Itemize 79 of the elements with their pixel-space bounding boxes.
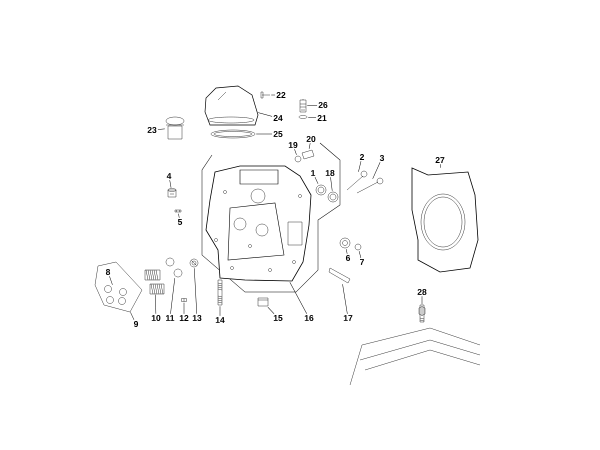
callout-number: 4 (166, 173, 172, 179)
callout-number: 7 (360, 259, 364, 265)
leader-line (270, 94, 276, 96)
nut-drawing (294, 156, 302, 162)
callout-number: 24 (274, 115, 283, 121)
callout-number: 23 (148, 127, 156, 134)
callout-number: 19 (288, 142, 298, 148)
leader-line (178, 213, 180, 218)
callout-number: 9 (134, 321, 138, 327)
leader-line (358, 250, 362, 258)
housing-drawing (204, 86, 258, 126)
callout-number: 26 (318, 102, 328, 108)
stud-drawing (328, 268, 350, 284)
leader-line (358, 160, 362, 172)
pin-drawing (174, 210, 182, 212)
callout-number: 16 (304, 315, 314, 321)
bolt-drawing (346, 170, 368, 190)
callout-number: 18 (326, 170, 334, 176)
callout-number: 28 (418, 289, 426, 295)
callout-number: 2 (360, 154, 364, 160)
fitting-drawing (302, 150, 314, 160)
callout-number: 3 (380, 155, 384, 162)
spring-drawing (144, 270, 164, 294)
sender-drawing (300, 98, 306, 112)
callout-number: 15 (274, 315, 282, 321)
callout-number: 13 (192, 315, 202, 322)
pin-drawing (181, 298, 187, 302)
nut-drawing (258, 298, 268, 306)
leader-line (372, 162, 380, 180)
plug-drawing (340, 238, 350, 248)
sensor-drawing (418, 304, 426, 322)
leader-line (268, 306, 274, 314)
leader-line (290, 282, 307, 314)
callout-number: 1 (311, 170, 316, 176)
bolt-drawing (260, 92, 270, 98)
bolt-drawing (356, 178, 384, 194)
retainer-drawing (166, 258, 182, 278)
leader-line (109, 276, 113, 286)
plug-drawing (354, 244, 362, 250)
leader-line (130, 312, 134, 320)
callout-number: 5 (178, 219, 182, 225)
leader-line (169, 180, 172, 188)
leader-line (330, 176, 332, 192)
leader-line (308, 142, 310, 150)
leader-line (170, 278, 176, 314)
leader-line (194, 268, 198, 314)
callout-number: 20 (306, 136, 316, 142)
leader-line (346, 248, 348, 254)
leader-line (155, 294, 156, 314)
cap-drawing (168, 188, 176, 198)
leader-line (258, 112, 272, 117)
leader-line (294, 148, 297, 156)
washer-drawing (298, 115, 308, 119)
seal-ring-drawing (328, 192, 338, 202)
callout-number: 25 (274, 131, 282, 137)
leader-line (314, 176, 318, 184)
stud-drawing (218, 280, 222, 306)
callout-number: 6 (346, 255, 350, 261)
leader-line (306, 105, 318, 106)
retainer-drawing (190, 258, 198, 268)
callout-number: 14 (216, 317, 225, 323)
cylinder-head-drawing (206, 166, 312, 282)
callout-number: 22 (276, 92, 286, 98)
leader-line (440, 164, 441, 168)
seal-ring-drawing (316, 184, 326, 196)
leader-line (158, 128, 166, 130)
callout-number: 27 (436, 157, 444, 163)
leader-line (342, 284, 348, 314)
callout-number: 21 (318, 115, 326, 121)
callout-number: 12 (180, 315, 188, 321)
callout-number: 10 (152, 315, 160, 321)
o-ring-drawing (210, 130, 256, 138)
callout-number: 17 (344, 315, 352, 321)
collet-drawing (104, 285, 127, 305)
leader-line (308, 117, 316, 118)
callout-number: 8 (106, 269, 110, 275)
callout-number: 11 (166, 315, 174, 321)
group-outline (94, 262, 142, 312)
thermostat-drawing (166, 116, 184, 140)
